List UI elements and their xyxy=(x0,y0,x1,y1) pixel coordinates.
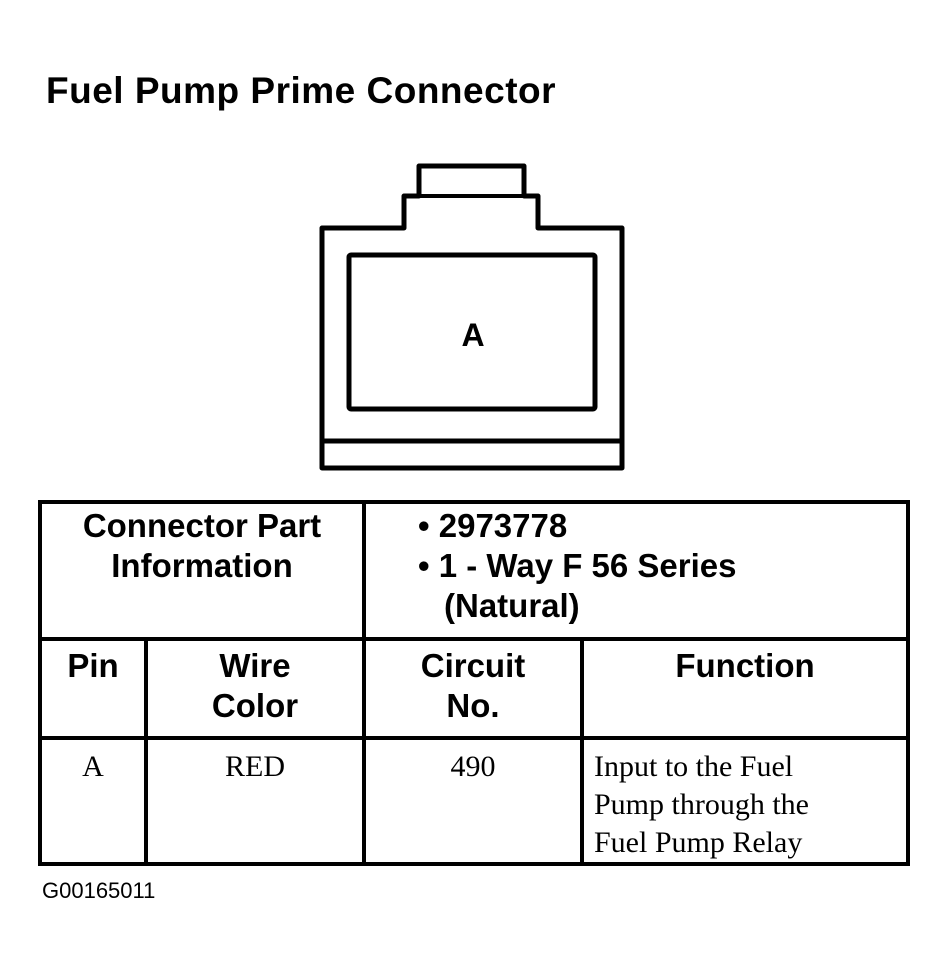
circuit-header-line1: Circuit xyxy=(420,647,526,684)
column-header-circuit: Circuit No. xyxy=(366,646,580,726)
row-function-line1: Input to the Fuel xyxy=(594,750,794,783)
wire-color-header-line2: Color xyxy=(211,687,299,724)
row-wire-color-cell: RED xyxy=(148,748,362,786)
part-number-line: • 2973778 xyxy=(418,506,898,546)
part-info-details: • 2973778 • 1 - Way F 56 Series (Natural… xyxy=(418,506,898,626)
row-pin-cell: A xyxy=(42,748,144,786)
part-description: 1 - Way F 56 Series xyxy=(438,547,737,584)
row-function-line3: Fuel Pump Relay xyxy=(594,826,803,859)
part-description-color: (Natural) xyxy=(444,587,580,624)
function-header-label: Function xyxy=(675,647,815,684)
part-number: 2973778 xyxy=(438,507,568,544)
pin-header-label: Pin xyxy=(67,647,119,684)
part-description-line: • 1 - Way F 56 Series xyxy=(418,546,898,586)
row-pin-value: A xyxy=(82,750,104,783)
row-wire-color-value: RED xyxy=(225,750,285,783)
part-info-header-line1: Connector Part xyxy=(82,507,322,544)
bullet-icon: • xyxy=(418,507,430,544)
cavity-label: A xyxy=(461,317,484,353)
connector-cavity xyxy=(346,252,598,412)
diagram-title: Fuel Pump Prime Connector xyxy=(46,70,557,111)
connector-info-table: Connector Part Information • 2973778 • 1… xyxy=(38,500,910,866)
column-header-function: Function xyxy=(584,646,906,686)
connector-face-drawing: A xyxy=(319,163,625,471)
row-circuit-cell: 490 xyxy=(366,748,580,786)
table-grid-lines xyxy=(38,500,910,866)
part-info-header: Connector Part Information xyxy=(42,506,362,586)
column-header-wire-color: Wire Color xyxy=(148,646,362,726)
column-header-pin: Pin xyxy=(42,646,144,686)
figure-code: G00165011 xyxy=(42,878,156,903)
bullet-icon: • xyxy=(418,547,430,584)
row-function-cell: Input to the Fuel Pump through the Fuel … xyxy=(594,748,906,862)
wire-color-header-line1: Wire xyxy=(219,647,291,684)
row-circuit-value: 490 xyxy=(450,750,496,783)
row-function-line2: Pump through the xyxy=(594,788,809,821)
part-info-header-line2: Information xyxy=(111,547,293,584)
part-description-continued: (Natural) xyxy=(418,586,898,626)
circuit-header-line2: No. xyxy=(446,687,500,724)
